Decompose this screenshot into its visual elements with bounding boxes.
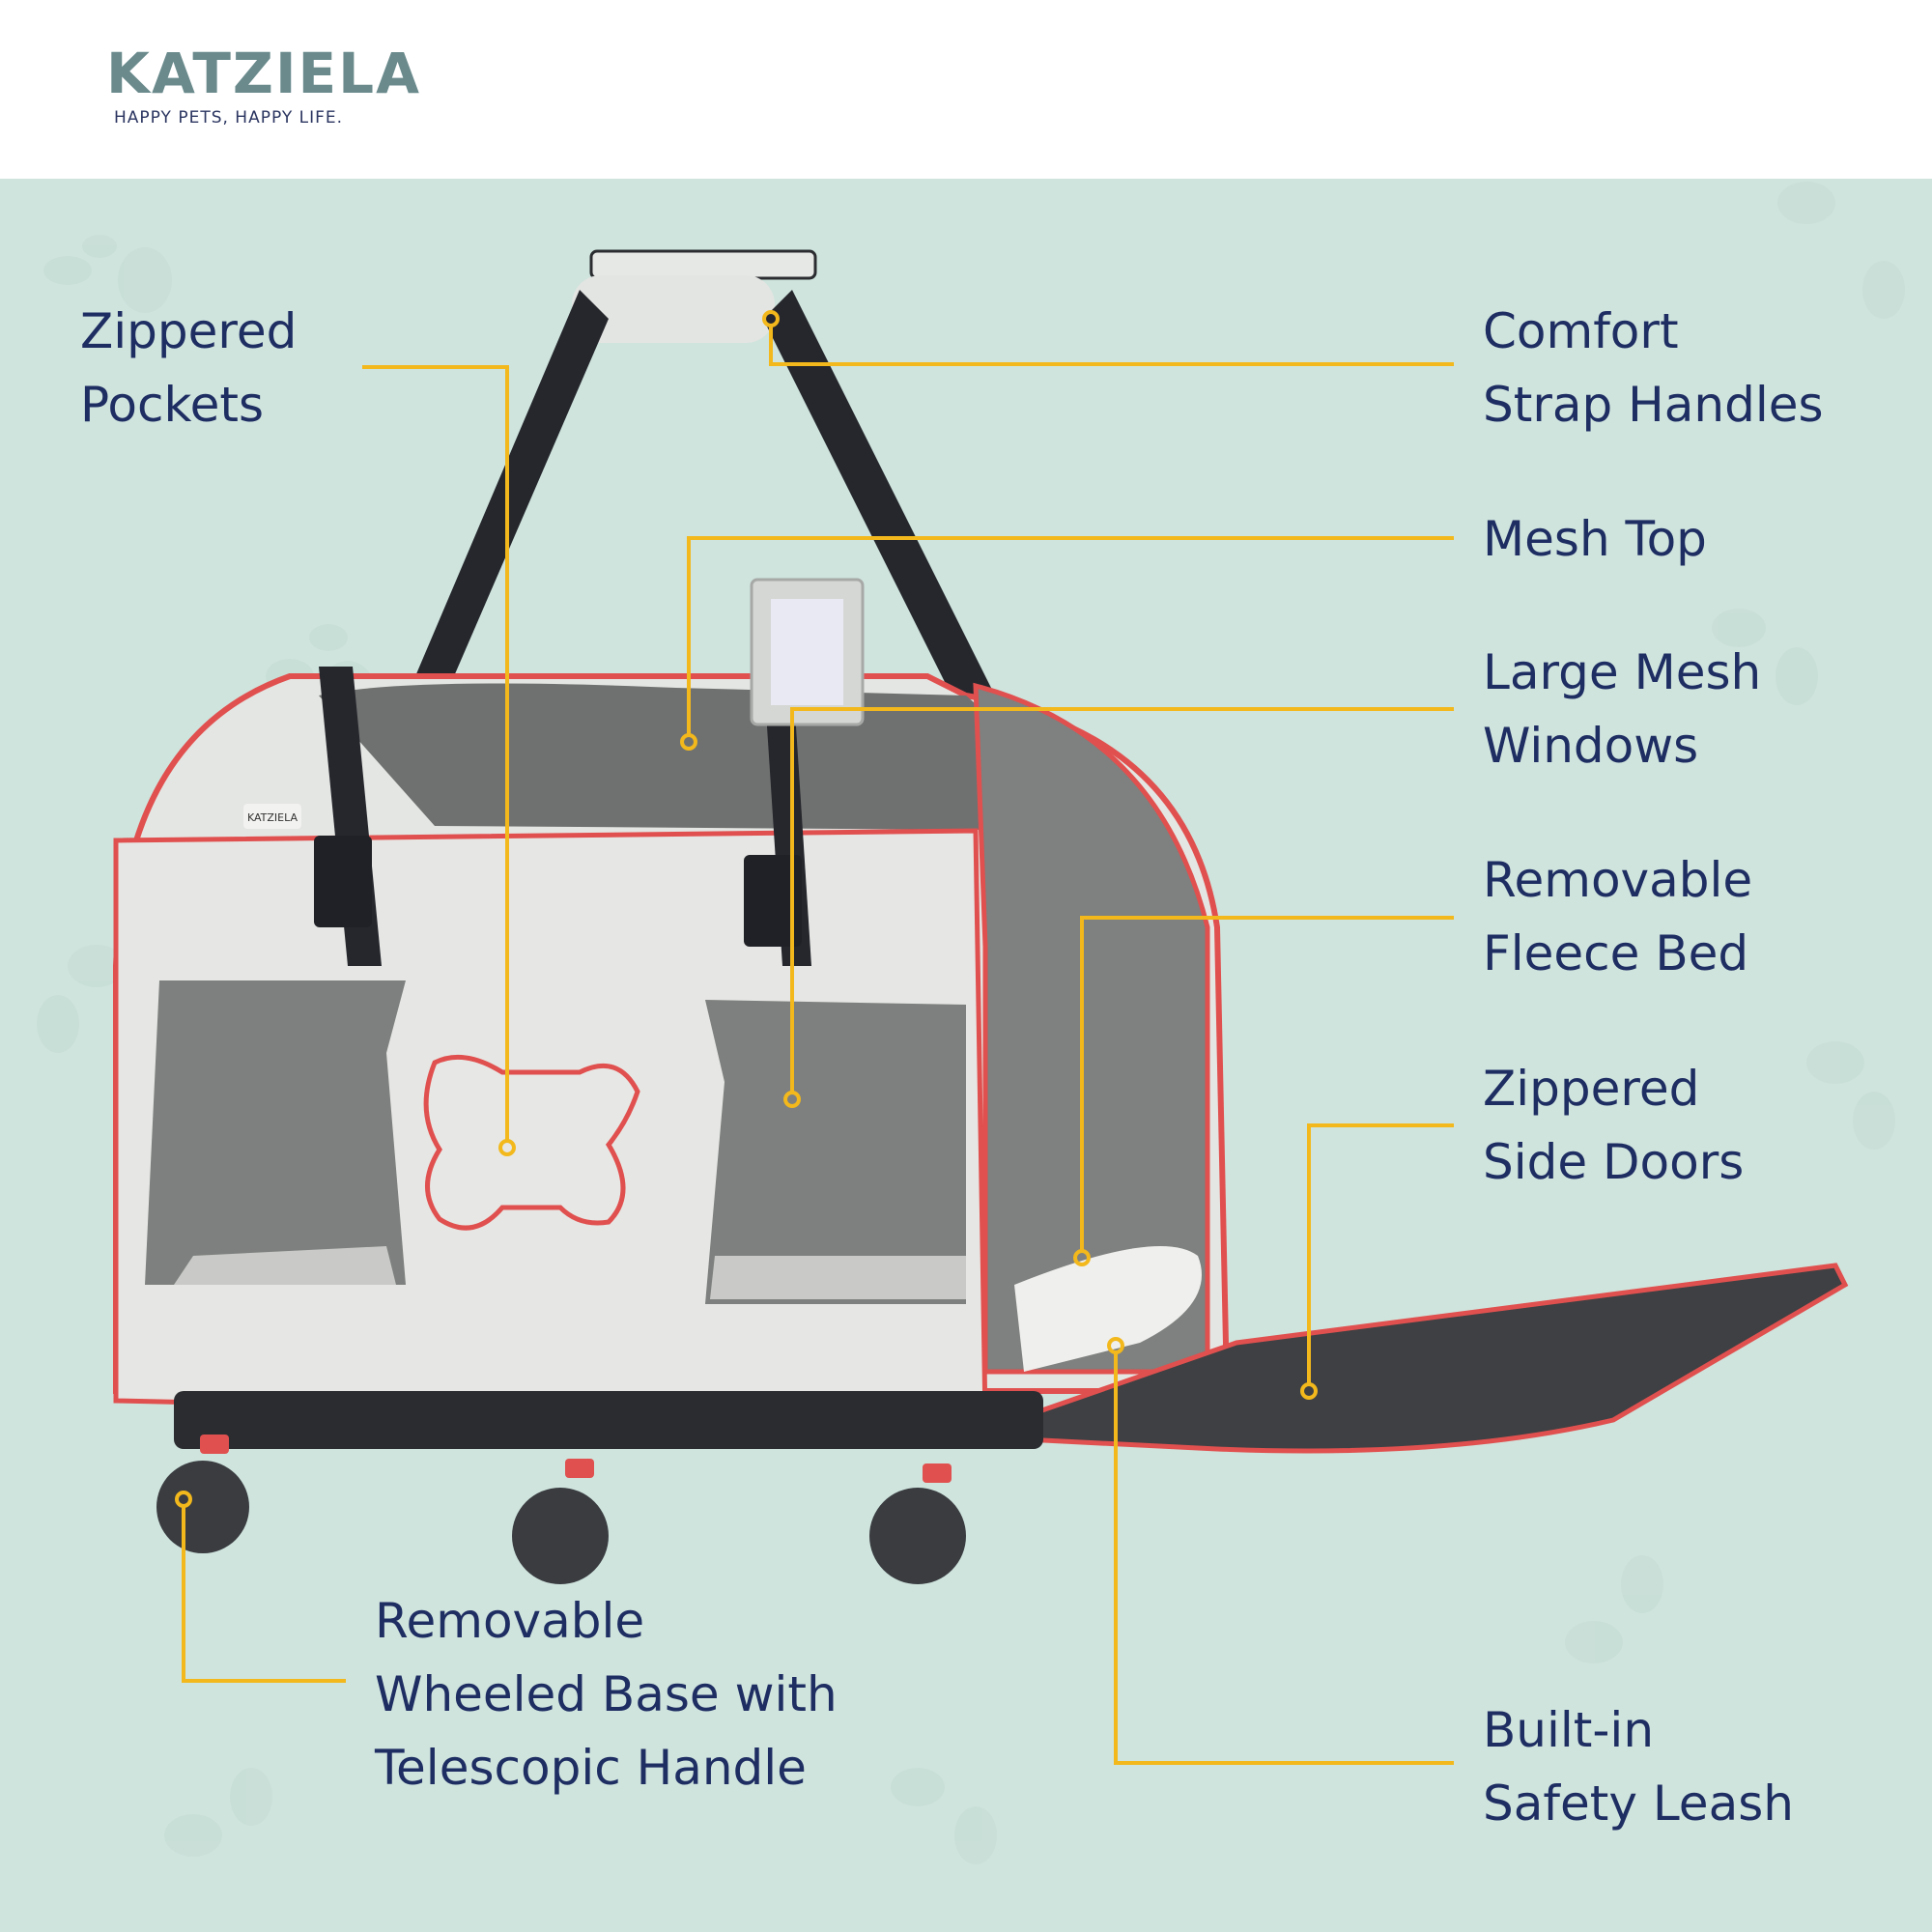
svg-text:KATZIELA: KATZIELA [247, 811, 298, 824]
label-line: Safety Leash [1483, 1776, 1794, 1832]
label-line: Side Doors [1483, 1134, 1745, 1190]
label-line: Large Mesh [1483, 644, 1762, 700]
label-large-mesh-windows: Large Mesh Windows [1483, 636, 1761, 782]
brand-logo: KATZIELA HAPPY PETS, HAPPY LIFE. [106, 44, 421, 128]
paw-pattern-background [37, 182, 1905, 1864]
label-line: Mesh Top [1483, 511, 1707, 567]
wheels [156, 1461, 966, 1584]
side-window [973, 682, 1210, 1375]
callout-dot-mesh-top [680, 733, 697, 751]
left-strap-back [415, 290, 609, 676]
label-line: Built-in [1483, 1702, 1655, 1758]
label-zippered-side-doors: Zippered Side Doors [1483, 1052, 1744, 1199]
label-line: Zippered [80, 303, 298, 359]
label-safety-leash: Built-in Safety Leash [1483, 1693, 1794, 1840]
wheeled-base [174, 1391, 1043, 1449]
label-line: Removable [375, 1593, 645, 1649]
left-buckle [314, 836, 372, 927]
right-buckle [744, 855, 802, 947]
label-line: Telescopic Handle [375, 1740, 807, 1796]
fleece-bed [1014, 1246, 1202, 1372]
side-door-flap [1010, 1263, 1849, 1454]
label-line: Wheeled Base with [375, 1666, 838, 1722]
brand-name: KATZIELA [106, 41, 421, 106]
callout-dot-leash [1107, 1337, 1124, 1354]
mesh-window-left [145, 980, 406, 1285]
label-line: Comfort [1483, 303, 1679, 359]
label-line: Windows [1483, 718, 1699, 774]
label-line: Fleece Bed [1483, 925, 1749, 981]
callout-dot-handles [762, 310, 780, 327]
callout-dot-wheeled-base [175, 1491, 192, 1508]
header-bar: KATZIELA HAPPY PETS, HAPPY LIFE. [0, 0, 1932, 179]
comfort-grip [572, 275, 775, 343]
callout-dot-pockets [498, 1139, 516, 1156]
right-strap-back [763, 290, 1043, 802]
callout-dot-windows [783, 1091, 801, 1108]
label-line: Zippered [1483, 1061, 1700, 1117]
label-comfort-strap-handles: Comfort Strap Handles [1483, 295, 1824, 441]
callout-dot-side-doors [1300, 1382, 1318, 1400]
label-mesh-top: Mesh Top [1483, 502, 1707, 576]
brand-tagline: HAPPY PETS, HAPPY LIFE. [114, 108, 344, 128]
mesh-window-right [705, 1000, 966, 1304]
callout-dot-fleece-bed [1073, 1249, 1091, 1266]
label-wheeled-base: Removable Wheeled Base with Telescopic H… [375, 1584, 838, 1804]
label-line: Pockets [80, 377, 265, 433]
label-zippered-pockets: Zippered Pockets [80, 295, 297, 441]
bone-pocket [423, 1054, 640, 1231]
label-line: Strap Handles [1483, 377, 1824, 433]
mesh-top-panel [319, 683, 1121, 831]
label-line: Removable [1483, 852, 1753, 908]
label-removable-fleece-bed: Removable Fleece Bed [1483, 843, 1752, 990]
